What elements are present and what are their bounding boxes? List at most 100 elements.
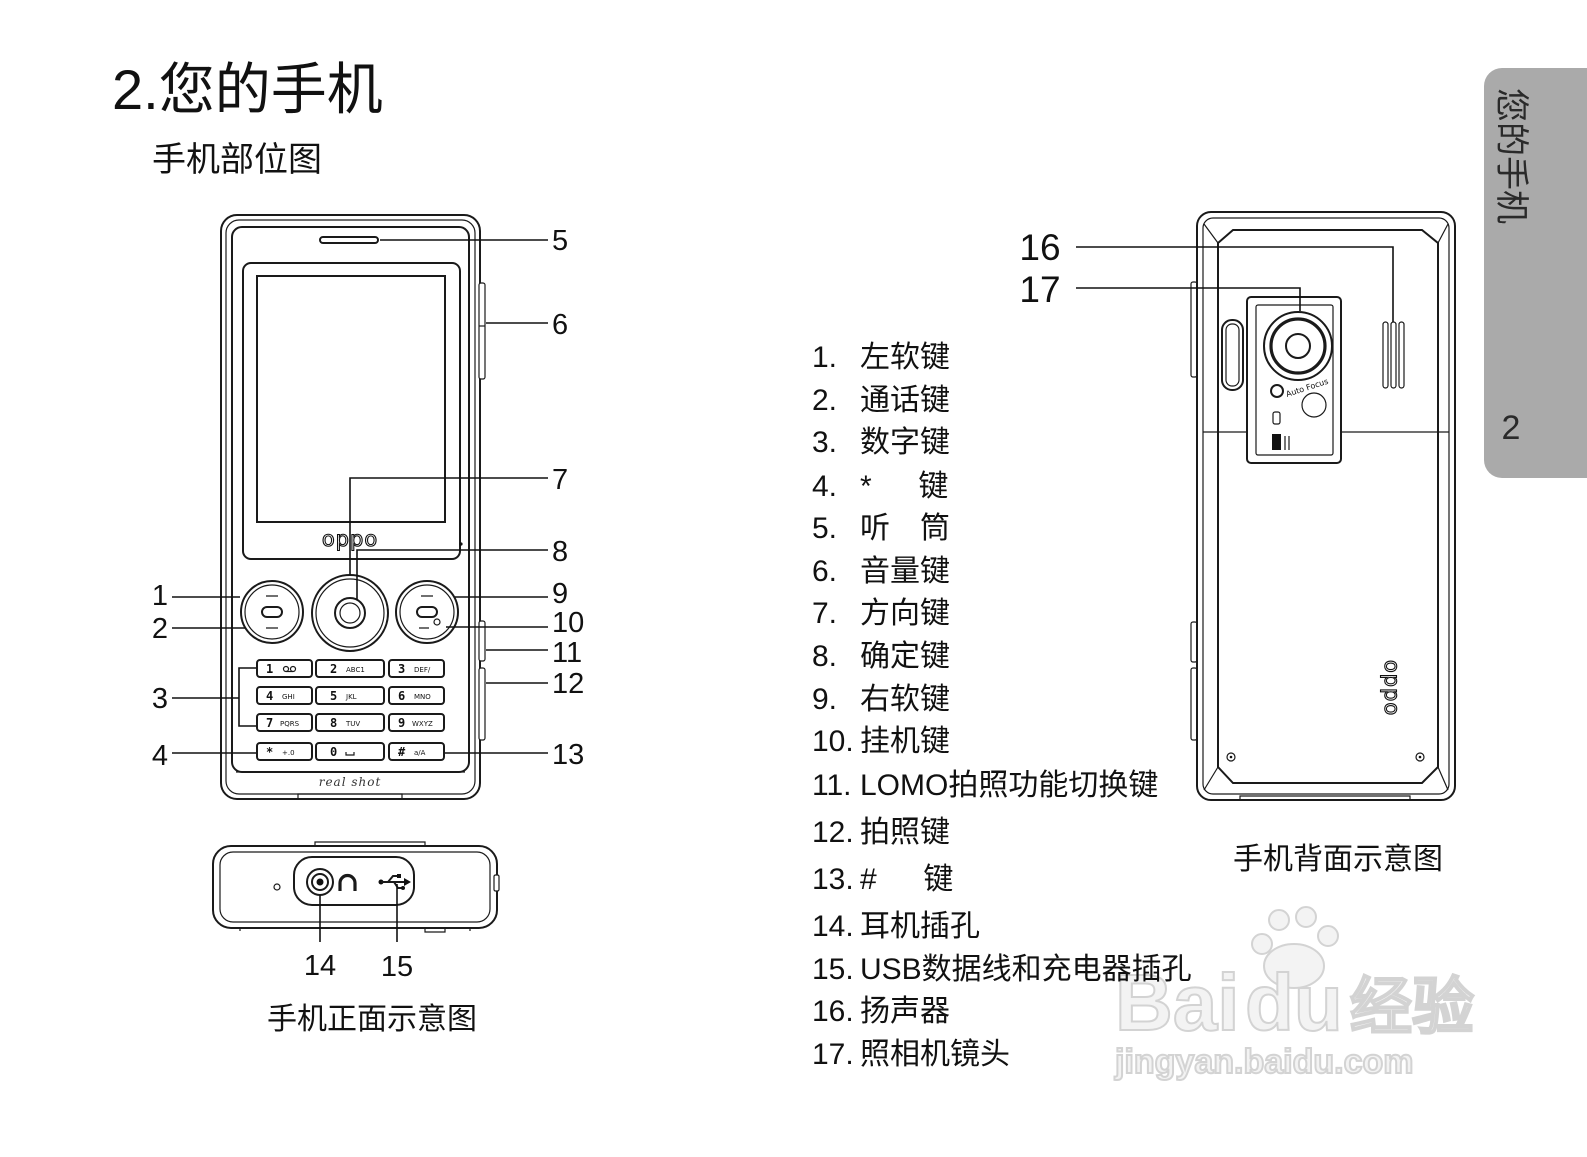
leader-17: [1076, 287, 1301, 311]
key-5: 5 JKL: [315, 686, 385, 705]
callout-9: 9: [552, 578, 568, 610]
key-8-digit: 8: [330, 716, 337, 730]
list-item: 6. 音量键: [812, 554, 950, 590]
mic-hole: [273, 883, 281, 891]
list-item-label: 扬声器: [860, 995, 950, 1028]
key-8: 8 TUV: [315, 713, 385, 732]
key-3-letters: DEF/: [414, 666, 431, 674]
callout-16: 16: [1019, 227, 1060, 268]
key-5-cap: [315, 686, 385, 705]
leader-7: [349, 477, 548, 575]
back-brand-logo: oppo: [1380, 660, 1404, 716]
callout-3: 3: [152, 683, 168, 715]
space-icon: [345, 752, 355, 756]
key-3: 3 DEF/: [388, 659, 445, 678]
list-item-number: 16.: [812, 995, 854, 1028]
back-leader-lines: [1076, 246, 1394, 322]
right-soft-key-inner: [399, 584, 455, 640]
chapter-tab-label: 您的手机: [1492, 88, 1530, 224]
screen: [256, 275, 446, 523]
camera-lens-ring: [1263, 311, 1333, 381]
key-4: 4 GHI: [256, 686, 313, 705]
back-bottom-ledge: [1239, 795, 1411, 800]
bottom-feet: [239, 928, 471, 933]
key-4-letters: GHI: [282, 693, 295, 701]
camera-spec-text-marks: [1284, 436, 1290, 450]
key-7-cap: [256, 713, 313, 732]
key-2-digit: 2: [330, 662, 337, 676]
key-7: 7 PQRS: [256, 713, 313, 732]
list-item-number: 6.: [812, 555, 838, 588]
list-item-label: 听 筒: [860, 512, 950, 545]
key-9: 9 WXYZ: [388, 713, 445, 732]
list-item-number: 10.: [812, 725, 854, 758]
key-5-letters: JKL: [345, 693, 357, 701]
list-item-label: 音量键: [860, 555, 950, 588]
key-2-cap: [315, 659, 385, 678]
key-hash-digit: #: [398, 745, 406, 759]
voicemail-icon: [282, 665, 297, 673]
watermark-brand-right: du: [1245, 958, 1343, 1047]
list-item-label: 方向键: [860, 597, 950, 630]
front-view-caption: 手机正面示意图: [267, 1003, 477, 1036]
back-screw-right: [1415, 752, 1425, 762]
camera-plate-inner: [1255, 304, 1334, 456]
key-star: * +.0: [256, 742, 313, 761]
leader-8: [356, 549, 548, 600]
list-item-label: LOMO拍照功能切换键: [860, 769, 1159, 802]
key-0: 0: [315, 742, 385, 761]
lomo-switch-key: [478, 620, 486, 662]
lomo-window: [1221, 319, 1244, 391]
key-6-digit: 6: [398, 689, 405, 703]
key-star-letters: +.0: [282, 749, 295, 757]
left-soft-key-inner: [244, 584, 300, 640]
list-item: 1.左软键: [812, 340, 950, 376]
callout-11: 11: [552, 637, 582, 669]
bottom-view-phone: [212, 841, 500, 933]
list-item-number: 2.: [812, 384, 838, 417]
key-1: 1: [256, 659, 313, 678]
key-6-cap: [388, 686, 445, 705]
front-callouts: 1 2 3 4 5 6 7 8 9 10 11 12 13: [152, 225, 584, 772]
chapter-side-tab: 您的手机 2: [1484, 68, 1587, 478]
list-item-label: # 键: [860, 863, 954, 896]
list-item-label: 通话键: [860, 384, 950, 417]
back-view-phone: Auto Focus oppo: [1190, 211, 1456, 801]
key-6: 6 MNO: [388, 686, 445, 705]
callout-4: 4: [152, 740, 168, 772]
list-item: 12.拍照键: [812, 815, 950, 851]
list-item-number: 13.: [812, 863, 854, 896]
left-soft-key-mark: [266, 595, 278, 629]
key-1-digit: 1: [266, 662, 273, 676]
watermark-brand-cn: 经验: [1350, 973, 1474, 1042]
right-soft-key-mark: [419, 595, 433, 629]
volume-key: [478, 282, 486, 380]
list-item: 8.确定键: [812, 639, 950, 675]
list-item-number: 12.: [812, 816, 854, 849]
nav-ring-inner: [315, 578, 385, 648]
key-0-cap: [315, 742, 385, 761]
callout-14: 14: [304, 950, 336, 982]
speaker-slot: [1382, 321, 1389, 389]
list-item-number: 1.: [812, 341, 838, 374]
list-item: 14.耳机插孔: [812, 909, 980, 945]
list-item-number: 14.: [812, 910, 854, 943]
key-hash-cap: [388, 742, 445, 761]
paw-toe: [1295, 906, 1317, 928]
callout-15: 15: [381, 951, 413, 983]
leader-3: [172, 667, 256, 727]
list-item: 17.照相机镜头: [812, 1037, 1010, 1073]
list-item-number: 17.: [812, 1038, 854, 1071]
paw-pad: [1263, 943, 1325, 989]
list-item: 13.# 键: [812, 862, 953, 898]
front-tagline: real shot: [319, 775, 382, 789]
watermark-url: jingyan.baidu.com: [1114, 1043, 1413, 1081]
port-bay: [293, 856, 415, 906]
camera-lens-barrel: [1269, 317, 1327, 375]
back-callouts: 16 17: [1019, 227, 1060, 310]
baidu-watermark: Bai du 经验 jingyan.baidu.com: [1113, 906, 1475, 1082]
paw-toe: [1317, 925, 1339, 947]
list-item: 9.右软键: [812, 682, 950, 718]
callout-12: 12: [552, 668, 584, 700]
